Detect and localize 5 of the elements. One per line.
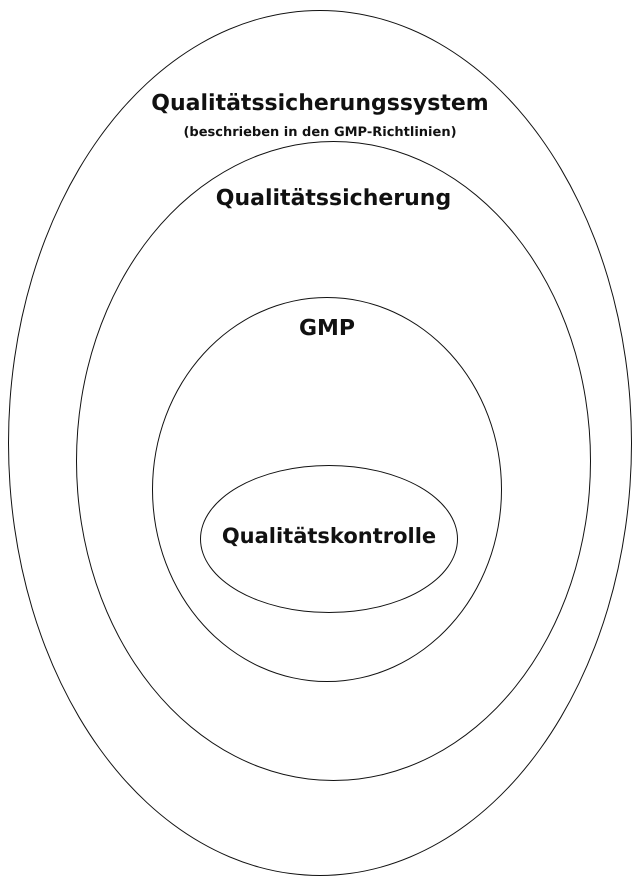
- region-title: Qualitätssicherungssystem: [151, 91, 489, 116]
- region-subtitle: (beschrieben in den GMP-Richtlinien): [183, 125, 457, 140]
- region-title: GMP: [298, 316, 356, 341]
- region-title: Qualitätssicherung: [216, 186, 452, 211]
- region-title: Qualitätskontrolle: [222, 524, 436, 548]
